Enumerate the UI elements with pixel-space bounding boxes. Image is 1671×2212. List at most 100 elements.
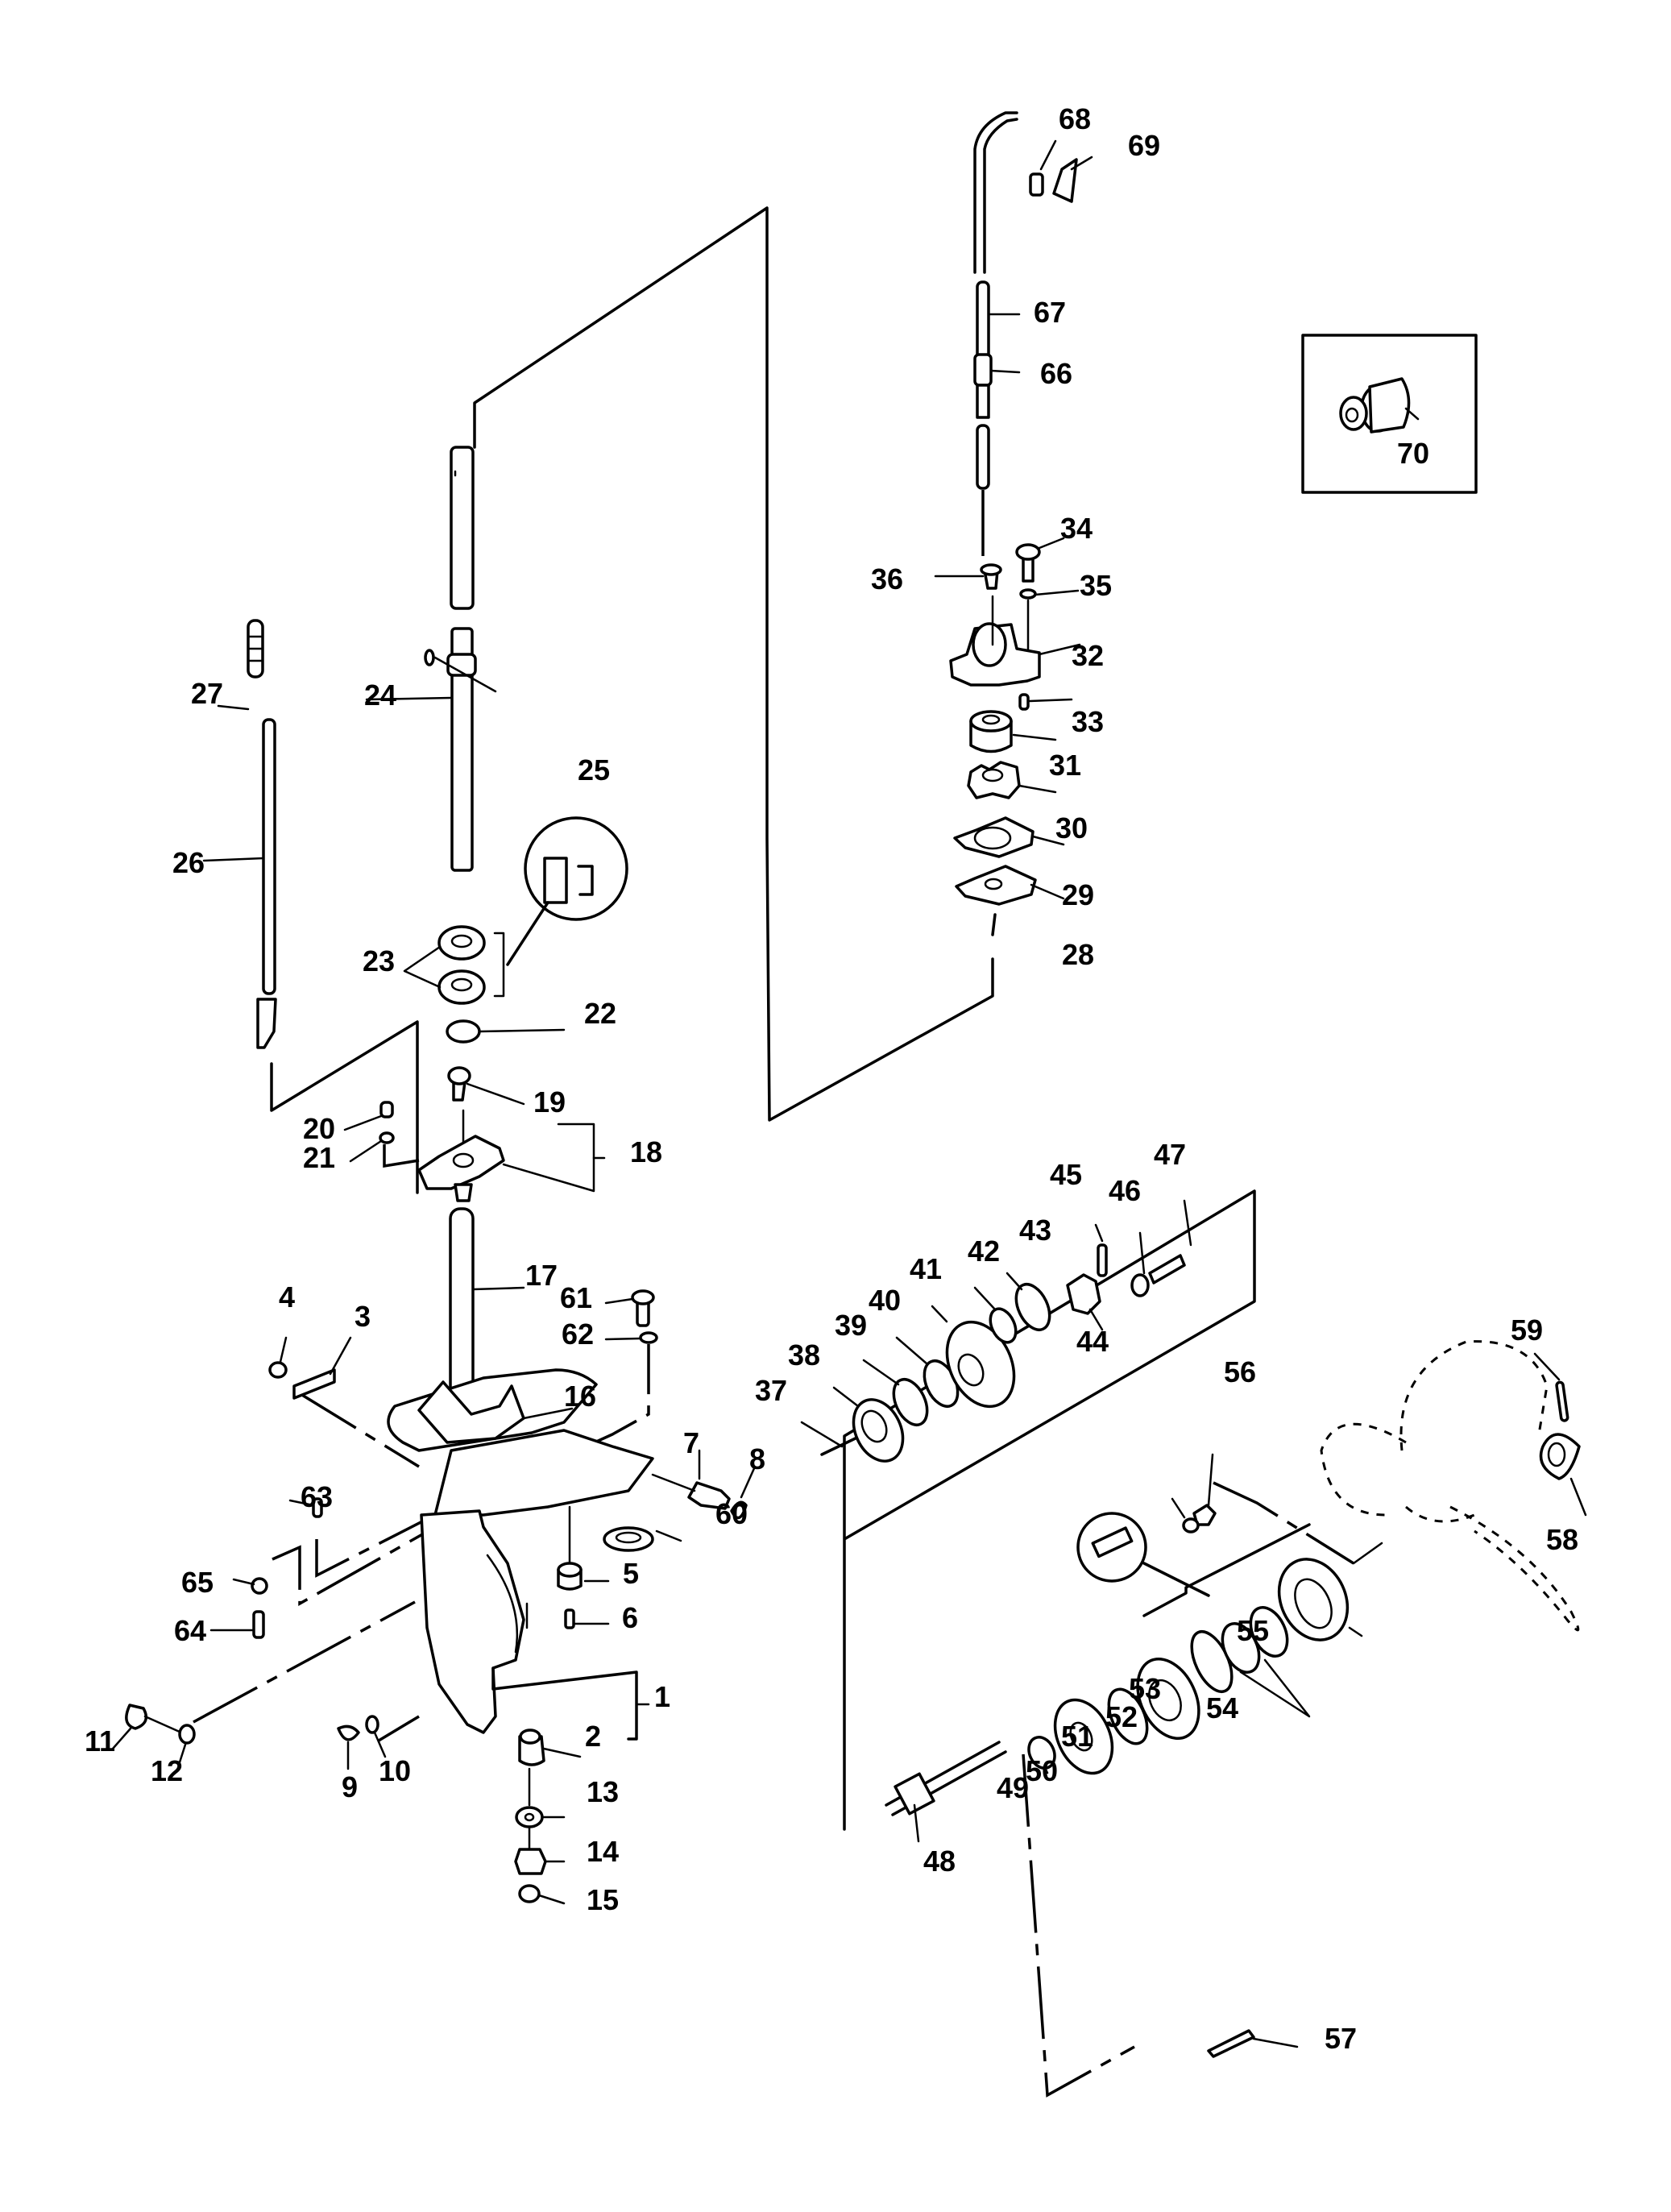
nut-14 xyxy=(514,1848,547,1875)
part-label-45: 45 xyxy=(1050,1158,1082,1191)
washer-35-b xyxy=(1182,1517,1200,1533)
gasket-16 xyxy=(417,1380,525,1444)
pin-63 xyxy=(312,1497,323,1518)
part-label-19: 19 xyxy=(533,1085,566,1118)
screw-11-line xyxy=(193,1600,416,1724)
anti-cavitation-plate xyxy=(433,1429,654,1517)
prop-nut-58 xyxy=(1539,1433,1581,1480)
part-label-47: 47 xyxy=(1154,1138,1186,1171)
bolt-65-line xyxy=(272,1489,500,1606)
part-label-43: 43 xyxy=(1019,1214,1051,1247)
inlet-stack xyxy=(514,1729,582,1905)
propeller-58 xyxy=(1320,1340,1587,1632)
gear-stack-box-line xyxy=(843,1189,1256,1831)
part-label-60: 60 xyxy=(715,1497,748,1530)
part-label-42: 42 xyxy=(968,1235,1000,1268)
cap-15 xyxy=(518,1884,541,1903)
screw-11 xyxy=(125,1704,148,1730)
tube-17 xyxy=(449,1207,475,1408)
part-label-37: 37 xyxy=(755,1374,787,1407)
part-label-29: 29 xyxy=(1062,878,1094,911)
part-label-16: 16 xyxy=(564,1380,596,1413)
part-label-41: 41 xyxy=(910,1252,942,1285)
driveshaft-assembly xyxy=(424,446,497,872)
screw-6 xyxy=(564,1608,575,1629)
part-label-12: 12 xyxy=(151,1754,183,1787)
part-label-52: 52 xyxy=(1105,1700,1138,1733)
part-label-53: 53 xyxy=(1129,1672,1161,1705)
part-label-22: 22 xyxy=(584,997,616,1030)
plate-3-line xyxy=(293,1388,420,1468)
washer-62 xyxy=(639,1331,658,1344)
cover-60 xyxy=(603,1526,654,1552)
part-label-46: 46 xyxy=(1109,1174,1141,1207)
lower-unit-1 xyxy=(420,1509,525,1734)
tube-grommet-66 xyxy=(973,353,993,387)
driveshaft-24 xyxy=(450,627,474,872)
part-label-21: 21 xyxy=(303,1141,335,1174)
part-label-64: 64 xyxy=(174,1614,206,1647)
oil-seal-23-upper xyxy=(437,925,486,961)
part-label-44: 44 xyxy=(1076,1325,1109,1358)
nozzle-70 xyxy=(1368,377,1411,434)
part-label-63: 63 xyxy=(301,1480,333,1513)
part-label-4: 4 xyxy=(279,1280,295,1314)
tube-seal-68 xyxy=(1029,172,1044,197)
fasteners xyxy=(111,1289,757,1770)
part-label-3: 3 xyxy=(355,1300,371,1333)
part-label-68: 68 xyxy=(1059,102,1091,135)
reverse-gear-50 xyxy=(1053,1698,1114,1775)
bolt-20 xyxy=(379,1101,394,1118)
washer-22 xyxy=(446,1019,481,1044)
seal-detail-callout xyxy=(524,816,628,921)
washer-49 xyxy=(1027,1736,1056,1770)
part-label-66: 66 xyxy=(1040,357,1072,390)
part-label-18: 18 xyxy=(630,1135,662,1168)
part-label-24: 24 xyxy=(364,679,396,712)
washer-35 xyxy=(1019,588,1037,600)
plunger-46 xyxy=(1130,1273,1150,1297)
seal-assembly xyxy=(403,816,628,1044)
part-label-50: 50 xyxy=(1026,1754,1058,1787)
part-label-67: 67 xyxy=(1034,296,1066,329)
leader-lines xyxy=(202,139,1420,900)
part-label-36: 36 xyxy=(871,562,903,596)
cotter-pin-59 xyxy=(1555,1380,1569,1422)
water-tube-bent xyxy=(983,118,1018,274)
washer-13 xyxy=(515,1806,544,1828)
plate-28 xyxy=(955,865,1037,906)
inset-frame xyxy=(1301,334,1478,494)
part-label-5: 5 xyxy=(623,1557,639,1590)
bolt-65 xyxy=(251,1577,268,1595)
part-label-23: 23 xyxy=(363,944,395,977)
part-label-40: 40 xyxy=(869,1284,901,1317)
part-label-34: 34 xyxy=(1060,512,1093,545)
washer-21 xyxy=(379,1131,395,1144)
water-pump-assembly xyxy=(949,543,1041,906)
screw-8 xyxy=(730,1500,748,1520)
part-label-11: 11 xyxy=(85,1724,115,1758)
bearing-38 xyxy=(852,1398,905,1463)
shift-rod-assembly xyxy=(247,619,277,1049)
tube-plate-69 xyxy=(1052,158,1078,203)
water-tube-assembly xyxy=(973,111,1078,556)
part-label-10: 10 xyxy=(379,1754,411,1787)
part-label-17: 17 xyxy=(525,1259,558,1292)
screw-9 xyxy=(337,1724,360,1741)
shift-rod-26 xyxy=(262,718,276,995)
part-label-56: 56 xyxy=(1224,1355,1256,1388)
pin-45 xyxy=(1097,1243,1108,1277)
part-label-27: 27 xyxy=(191,677,223,710)
part-label-2: 2 xyxy=(585,1720,601,1753)
driveshaft-to-pump-line xyxy=(473,206,994,1122)
retainer-18 xyxy=(417,1135,505,1190)
part-label-9: 9 xyxy=(342,1770,358,1803)
pin-57 xyxy=(1207,2029,1255,2058)
part-label-70: 70 xyxy=(1397,437,1429,470)
inset-box-70 xyxy=(1301,334,1478,494)
part-label-6: 6 xyxy=(622,1601,638,1634)
gasket-29 xyxy=(953,816,1035,858)
key-25 xyxy=(424,649,435,666)
